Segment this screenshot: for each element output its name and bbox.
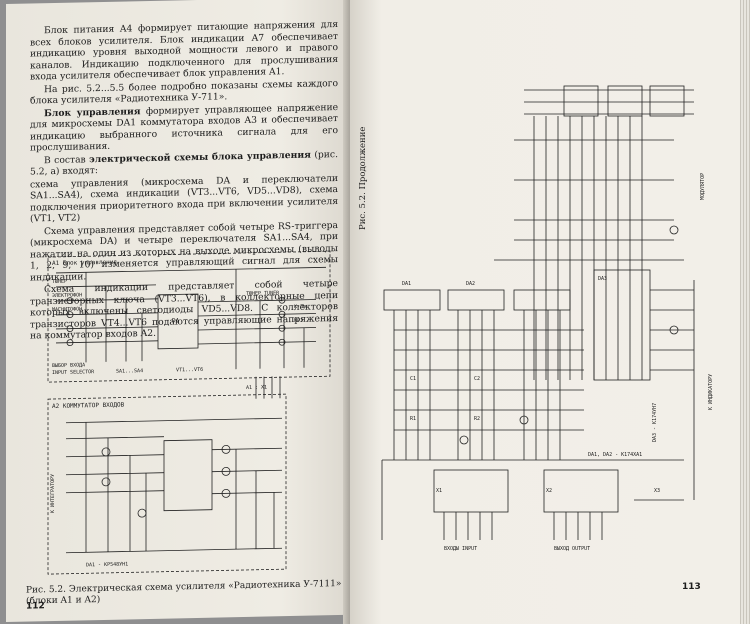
schem-label-inputs: ВХОДЫ INPUT	[444, 546, 477, 552]
schem-label-da1-da2-type: DA1, DA2 - К174ХА1	[588, 452, 642, 458]
schem-label-r2: R2	[474, 416, 480, 422]
left-page: Блок питания A4 формирует питающие напря…	[6, 0, 350, 622]
schem-label-integrator: К ИНТЕГРАТОРУ	[50, 474, 56, 513]
schem-label-input-selector: INPUT SELECTOR	[52, 369, 95, 376]
schem-label-da: DA	[172, 317, 180, 324]
schem-label-tuner: ТЮНЕР	[52, 279, 67, 285]
page-number-left: 112	[26, 601, 45, 612]
block-a1-label: A1 Блок управления	[52, 259, 117, 267]
composition-item: схема управления (микросхема DA и перекл…	[30, 172, 338, 225]
schem-label-da3-type: DA3 - К174УН7	[652, 403, 658, 442]
schem-label-x1: X1	[436, 488, 442, 494]
schem-label-x3: X3	[654, 488, 660, 494]
schem-label-r1: R1	[410, 416, 416, 422]
schem-label-indicator: К ИНДИКАТОРУ	[708, 374, 714, 410]
schem-label-select: ВЫБОР ВХОДА	[52, 362, 85, 369]
figure-caption: Рис. 5.2. Электрическая схема усилителя …	[26, 578, 342, 607]
figure-continuation-label: Рис. 5.2. Продолжение	[358, 126, 368, 230]
schem-label-da1-right: DA1	[402, 281, 411, 287]
schem-label-c2: C2	[474, 376, 480, 382]
schem-label-modulator: МОДУЛЯТОР	[700, 173, 706, 200]
page-edges	[740, 0, 750, 624]
right-page: Рис. 5.2. Продолжение DA3 DA1 DA2 C1	[350, 0, 742, 624]
schem-label-a1x1: A1 : X1	[246, 385, 267, 391]
composition-lead: В состав	[44, 153, 90, 166]
schem-label-x2: X2	[546, 488, 552, 494]
schem-label-tape: МАГНИТОФОН	[52, 306, 82, 313]
schem-label-vt: VT1...VT6	[176, 367, 203, 374]
schem-label-phono: ЭЛЕКТРОФОН	[52, 292, 82, 299]
schem-label-sa: SA1...SA4	[116, 368, 143, 375]
schematic-continuation: DA3 DA1 DA2 C1 C2 R1 R2 X1 X2 X3 ВХОДЫ I…	[381, 85, 714, 552]
schem-label-da3: DA3	[598, 276, 607, 282]
schem-label-kl: К-ЛЬ	[294, 304, 306, 310]
block-description: Блок управления формирует управляющее на…	[30, 102, 338, 154]
schematic-a1-a2: A1 Блок управления A2 КОММУТАТОР ВХОДОВ …	[47, 250, 331, 575]
schem-label-da2: DA2	[466, 281, 475, 287]
schem-label-mp3: MP3	[294, 318, 303, 324]
schem-label-c1: C1	[410, 376, 416, 382]
schem-label-tuner-tuner: ТЮНЕР TUNER	[246, 290, 280, 297]
schem-label-outputs: ВЫХОД OUTPUT	[554, 546, 590, 552]
page-number-right: 113	[682, 582, 701, 592]
block-a2-label: A2 КОММУТАТОР ВХОДОВ	[52, 402, 125, 411]
paragraph-1: Блок питания A4 формирует питающие напря…	[30, 19, 338, 83]
schem-label-da1: DA1 - КР548УН1	[86, 561, 128, 568]
